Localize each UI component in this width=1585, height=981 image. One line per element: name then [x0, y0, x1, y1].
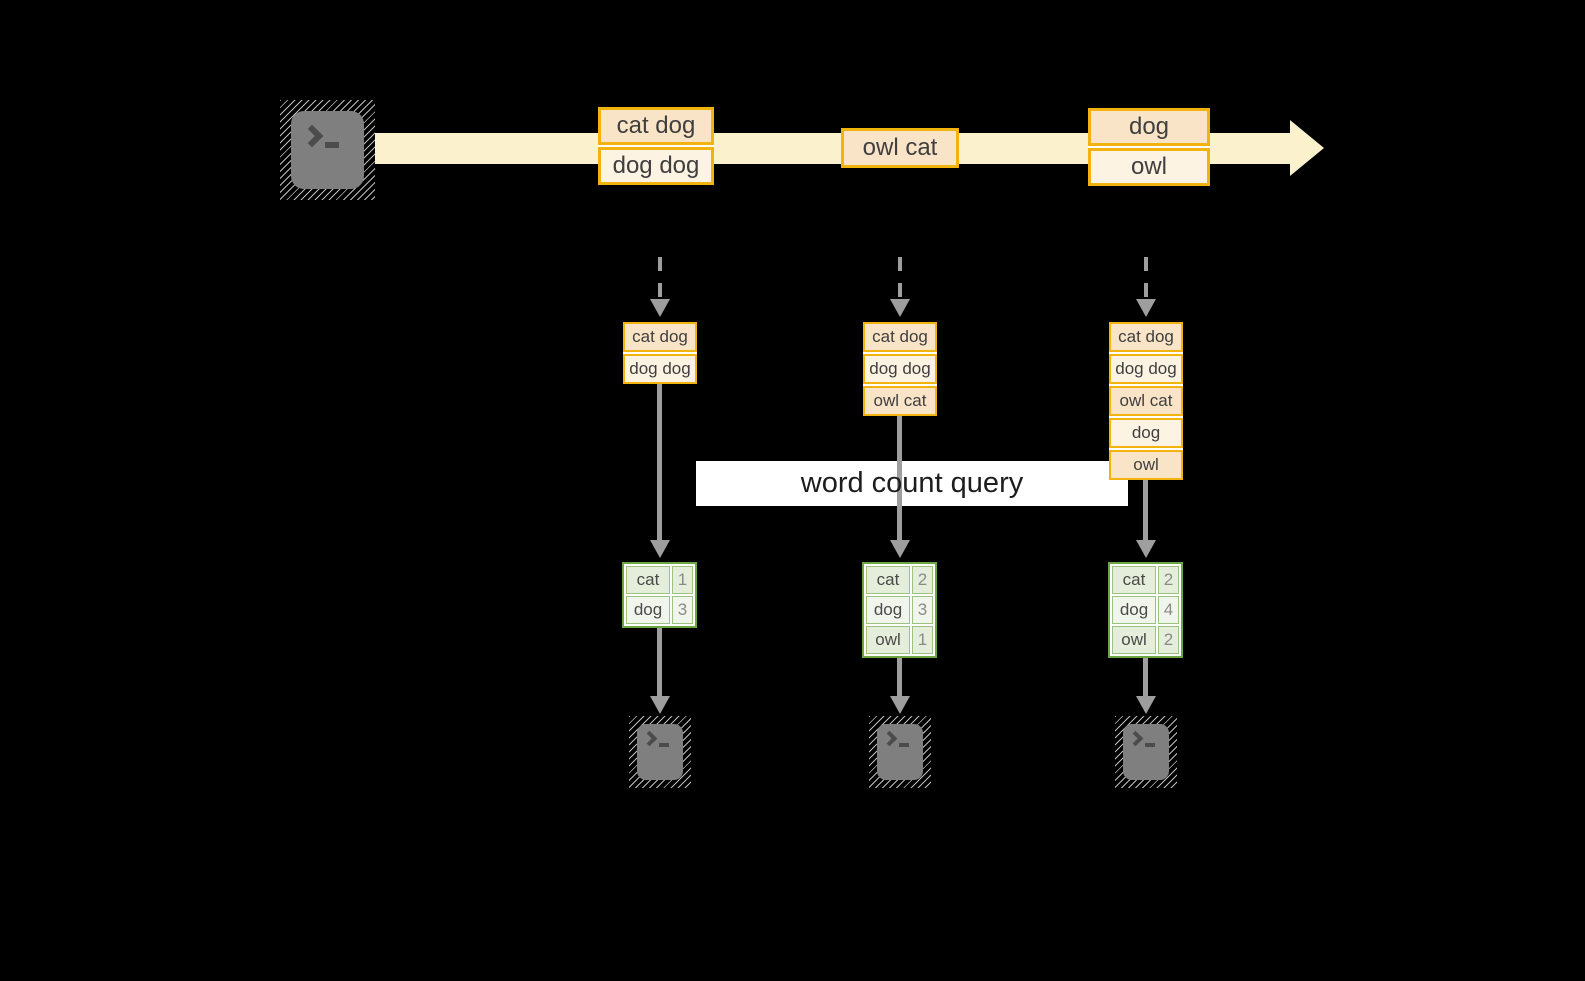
log-stack-3: cat dog dog dog owl cat dog owl — [1109, 322, 1183, 480]
count-word-cell: cat — [866, 566, 910, 594]
log-stack-1: cat dog dog dog — [623, 322, 697, 384]
count-word-cell: dog — [1112, 596, 1156, 624]
count-table-1: cat 1 dog 3 — [622, 562, 697, 628]
query-label: word count query — [800, 467, 1024, 499]
dashed-arrowhead — [890, 299, 910, 317]
count-value-cell: 2 — [912, 566, 933, 594]
prompt-chevron-icon — [300, 124, 324, 148]
dashed-arrow-line — [658, 257, 662, 299]
log-stack-2: cat dog dog dog owl cat — [863, 322, 937, 416]
count-value-cell: 2 — [1158, 626, 1179, 654]
count-table-3: cat 2 dog 4 owl 2 — [1108, 562, 1183, 658]
record-row: dog — [1088, 108, 1210, 146]
prompt-cursor-icon — [659, 743, 669, 747]
count-table-2: cat 2 dog 3 owl 1 — [862, 562, 937, 658]
connector-arrowhead — [890, 696, 910, 714]
prompt-chevron-icon — [1127, 730, 1144, 747]
log-row: dog dog — [863, 354, 937, 384]
count-word-cell: cat — [1112, 566, 1156, 594]
log-row: dog — [1109, 418, 1183, 448]
connector-line — [657, 628, 662, 696]
prompt-cursor-icon — [899, 743, 909, 747]
log-row: dog dog — [1109, 354, 1183, 384]
connector-arrowhead — [650, 540, 670, 558]
terminal-screen — [1123, 724, 1169, 780]
prompt-cursor-icon — [325, 142, 339, 148]
log-row: owl cat — [1109, 386, 1183, 416]
log-row: owl — [1109, 450, 1183, 480]
dashed-arrow-line — [1144, 257, 1148, 299]
prompt-chevron-icon — [881, 730, 898, 747]
dashed-arrowhead — [650, 299, 670, 317]
count-value-cell: 3 — [672, 596, 693, 624]
connector-arrowhead — [1136, 696, 1156, 714]
log-row: owl cat — [863, 386, 937, 416]
connector-line — [657, 384, 662, 540]
prompt-cursor-icon — [1145, 743, 1155, 747]
count-value-cell: 1 — [912, 626, 933, 654]
stream-arrowhead — [1290, 120, 1324, 176]
log-row: cat dog — [623, 322, 697, 352]
connector-arrowhead — [890, 540, 910, 558]
log-row: cat dog — [1109, 322, 1183, 352]
count-word-cell: owl — [1112, 626, 1156, 654]
log-row: dog dog — [623, 354, 697, 384]
dashed-arrow-line — [898, 257, 902, 299]
count-value-cell: 4 — [1158, 596, 1179, 624]
terminal-screen — [637, 724, 683, 780]
count-word-cell: dog — [866, 596, 910, 624]
record-row: owl cat — [841, 128, 959, 168]
terminal-prompt-icon — [641, 730, 669, 747]
connector-line — [1143, 480, 1148, 540]
consumer-terminal-icon-1 — [629, 716, 691, 788]
query-label-background — [696, 461, 1128, 506]
stream-record-1: cat dog dog dog — [598, 107, 714, 185]
count-value-cell: 3 — [912, 596, 933, 624]
connector-line — [897, 658, 902, 696]
record-row: owl — [1088, 148, 1210, 186]
dashed-arrowhead — [1136, 299, 1156, 317]
record-row: cat dog — [598, 107, 714, 145]
connector-line — [897, 416, 902, 540]
consumer-terminal-icon-2 — [869, 716, 931, 788]
consumer-terminal-icon-3 — [1115, 716, 1177, 788]
count-word-cell: dog — [626, 596, 670, 624]
source-terminal-icon — [280, 100, 375, 200]
count-value-cell: 2 — [1158, 566, 1179, 594]
terminal-prompt-icon — [1127, 730, 1155, 747]
count-value-cell: 1 — [672, 566, 693, 594]
connector-arrowhead — [650, 696, 670, 714]
stream-record-2: owl cat — [841, 128, 959, 168]
connector-arrowhead — [1136, 540, 1156, 558]
count-word-cell: cat — [626, 566, 670, 594]
connector-line — [1143, 658, 1148, 696]
stream-record-3: dog owl — [1088, 108, 1210, 186]
terminal-screen — [291, 111, 364, 189]
terminal-prompt-icon — [300, 124, 339, 148]
prompt-chevron-icon — [641, 730, 658, 747]
record-row: dog dog — [598, 147, 714, 185]
terminal-screen — [877, 724, 923, 780]
count-word-cell: owl — [866, 626, 910, 654]
terminal-prompt-icon — [881, 730, 909, 747]
log-row: cat dog — [863, 322, 937, 352]
